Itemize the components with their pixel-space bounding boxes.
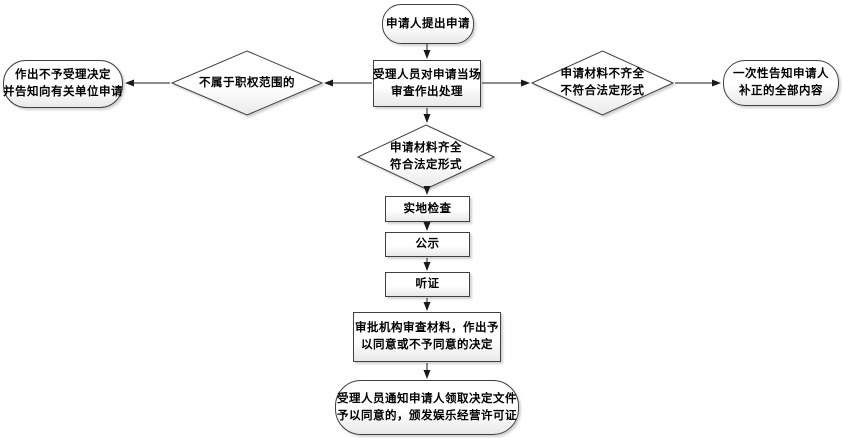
node-reject-line1: 作出不予受理决定 [15,69,111,81]
node-license: 受理人员通知申请人领取决定文件 予以同意的，颁发娱乐经营许可证 [335,380,519,435]
node-decision-line2: 以同意或不予同意的决定 [361,339,493,351]
node-start: 申请人提出申请 [382,4,474,44]
node-decision-out-of-scope: 不属于职权范围的 [171,50,323,116]
node-inspection: 实地检查 [385,196,470,222]
node-review-line2: 审查作出处理 [391,85,463,98]
node-license-line1: 受理人员通知申请人领取决定文件 [337,392,517,405]
node-inspection-label: 实地检查 [403,202,452,215]
node-start-label: 申请人提出申请 [386,17,470,30]
node-complete-line1: 申请材料齐全 [390,142,462,154]
node-decision-final: 审批机构审查材料，作出予 以同意或不予同意的决定 [353,312,501,362]
node-decision-line1: 审批机构审查材料，作出予 [355,322,499,334]
node-incomplete-line1: 申请材料不齐全 [560,68,645,80]
node-hearing: 听证 [385,272,470,297]
node-review-line1: 受理人员对申请当场 [373,68,481,81]
node-review: 受理人员对申请当场 审查作出处理 [373,60,481,107]
node-publicity-label: 公示 [415,238,440,250]
node-hearing-label: 听证 [415,278,440,290]
node-license-line2: 予以同意的，颁发娱乐经营许可证 [337,409,517,422]
node-notify-correction: 一次性告知申请人 补正的全部内容 [723,60,839,106]
node-incomplete-label: 申请材料不齐全 不符合法定形式 [561,66,645,100]
node-complete-label: 申请材料齐全 符合法定形式 [390,140,462,174]
node-reject: 作出不予受理决定 并告知向有关单位申请 [3,60,123,108]
node-notify-line1: 一次性告知申请人 [733,68,829,80]
node-out-of-scope-label: 不属于职权范围的 [199,76,295,89]
node-notify-line2: 补正的全部内容 [739,85,823,97]
node-reject-line2: 并告知向有关单位申请 [3,86,123,98]
node-complete-line2: 符合法定形式 [390,159,462,171]
node-publicity: 公示 [385,232,470,257]
diamond-shape [171,50,323,116]
node-incomplete-line2: 不符合法定形式 [560,85,645,97]
diamond-shape [531,50,674,116]
node-decision-incomplete: 申请材料不齐全 不符合法定形式 [531,50,674,116]
node-decision-complete: 申请材料齐全 符合法定形式 [357,124,495,190]
